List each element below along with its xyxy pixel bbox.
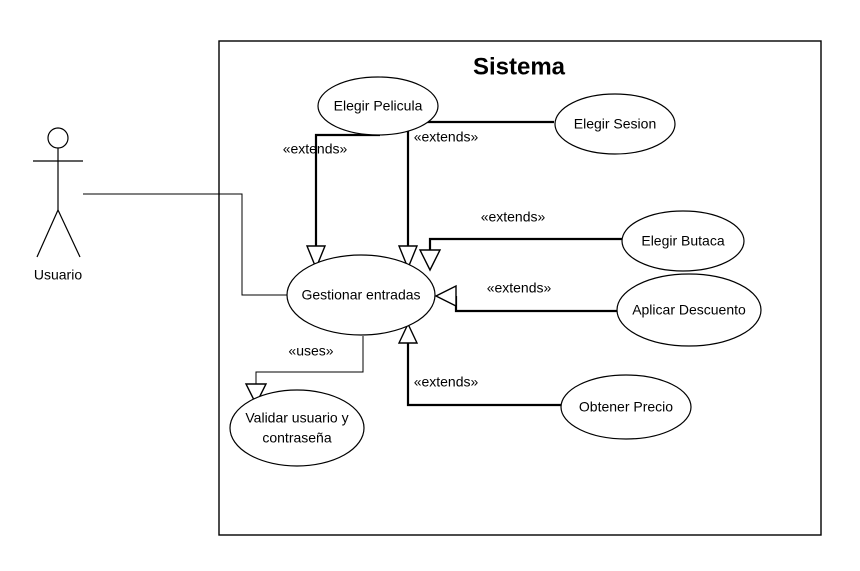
extends-line-butaca <box>428 237 622 250</box>
association-line <box>83 193 288 296</box>
use-case-descuento-label: Aplicar Descuento <box>632 302 746 318</box>
use-case-butaca-label: Elegir Butaca <box>641 233 724 249</box>
actor-name: Usuario <box>34 267 82 283</box>
use-case-pelicula-label: Elegir Pelicula <box>334 98 423 114</box>
relation-label-sesion: «extends» <box>414 129 479 145</box>
extends-line-pelicula <box>314 133 380 246</box>
arrowhead-pelicula <box>305 245 327 270</box>
use-case-validar-label-line1: Validar usuario y <box>245 410 348 426</box>
relation-label-butaca: «extends» <box>481 209 546 225</box>
relation-label-pelicula: «extends» <box>283 141 348 157</box>
use-case-descuento-shape <box>616 273 762 347</box>
system-title: Sistema <box>473 53 566 80</box>
use-case-precio[interactable]: Obtener Precio <box>560 374 692 440</box>
use-case-butaca[interactable]: Elegir Butaca <box>621 210 745 272</box>
use-case-descuento[interactable]: Aplicar Descuento <box>616 273 762 347</box>
uses-line-validar <box>255 336 364 384</box>
use-case-precio-label: Obtener Precio <box>579 399 673 415</box>
actor-usuario[interactable]: Usuario <box>33 127 83 283</box>
use-case-validar[interactable]: Validar usuario y contraseña <box>229 389 365 467</box>
use-case-gestionar-shape <box>286 254 436 336</box>
arrowhead-precio <box>397 322 419 344</box>
use-case-pelicula-shape <box>317 76 439 136</box>
arrowhead-descuento <box>434 284 457 308</box>
use-case-validar-shape <box>229 389 365 467</box>
relation-label-precio: «extends» <box>414 374 479 390</box>
actor-head <box>47 127 69 149</box>
arrowhead-butaca <box>418 249 442 272</box>
extends-line-precio <box>406 343 561 407</box>
actor-left-leg <box>36 209 59 258</box>
use-case-validar-label-line2: contraseña <box>262 430 331 446</box>
arrowhead-validar <box>244 383 268 406</box>
use-case-butaca-shape <box>621 210 745 272</box>
use-case-gestionar[interactable]: Gestionar entradas <box>286 254 436 336</box>
use-case-sesion[interactable]: Elegir Sesion <box>554 93 676 155</box>
relation-label-descuento: «extends» <box>487 280 552 296</box>
relation-label-validar: «uses» <box>288 343 333 359</box>
use-case-pelicula[interactable]: Elegir Pelicula <box>317 76 439 136</box>
use-case-sesion-label: Elegir Sesion <box>574 116 657 132</box>
system-boundary <box>218 40 822 536</box>
actor-right-leg <box>57 209 81 258</box>
use-case-gestionar-label: Gestionar entradas <box>301 287 420 303</box>
arrowhead-sesion <box>397 245 419 270</box>
use-case-sesion-shape <box>554 93 676 155</box>
use-case-precio-shape <box>560 374 692 440</box>
extends-line-descuento <box>454 296 617 313</box>
